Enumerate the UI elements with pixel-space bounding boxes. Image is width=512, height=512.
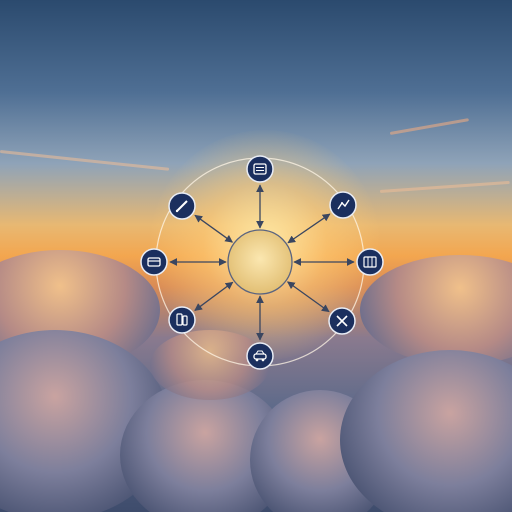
car-icon bbox=[253, 350, 267, 362]
node-circle bbox=[356, 248, 384, 276]
diagram-node-0 bbox=[246, 155, 274, 183]
connector-arrow-5 bbox=[194, 281, 234, 311]
connector-arrow-1 bbox=[287, 213, 331, 244]
node-group bbox=[140, 155, 384, 370]
tools-icon bbox=[336, 315, 348, 327]
cloud bbox=[360, 255, 512, 365]
device-icon bbox=[176, 313, 188, 326]
connector-arrow-7 bbox=[194, 214, 234, 243]
pen-icon bbox=[175, 200, 188, 213]
connector-arrow-3 bbox=[286, 281, 330, 313]
center-node bbox=[227, 229, 293, 295]
card-icon bbox=[147, 257, 161, 267]
diagram-node-4 bbox=[246, 342, 274, 370]
diagram-node-6 bbox=[140, 248, 168, 276]
diagram-node-3 bbox=[328, 307, 356, 335]
node-circle bbox=[329, 191, 357, 219]
diagram-node-7 bbox=[168, 192, 196, 220]
node-circle bbox=[246, 342, 274, 370]
diagram-node-1 bbox=[329, 191, 357, 219]
diagram-node-5 bbox=[168, 306, 196, 334]
connector-arrows bbox=[169, 184, 355, 341]
node-circle bbox=[246, 155, 274, 183]
chart-icon bbox=[337, 199, 350, 210]
diagram-node-2 bbox=[356, 248, 384, 276]
node-circle bbox=[140, 248, 168, 276]
list-icon bbox=[363, 256, 377, 268]
document-icon bbox=[253, 163, 267, 175]
